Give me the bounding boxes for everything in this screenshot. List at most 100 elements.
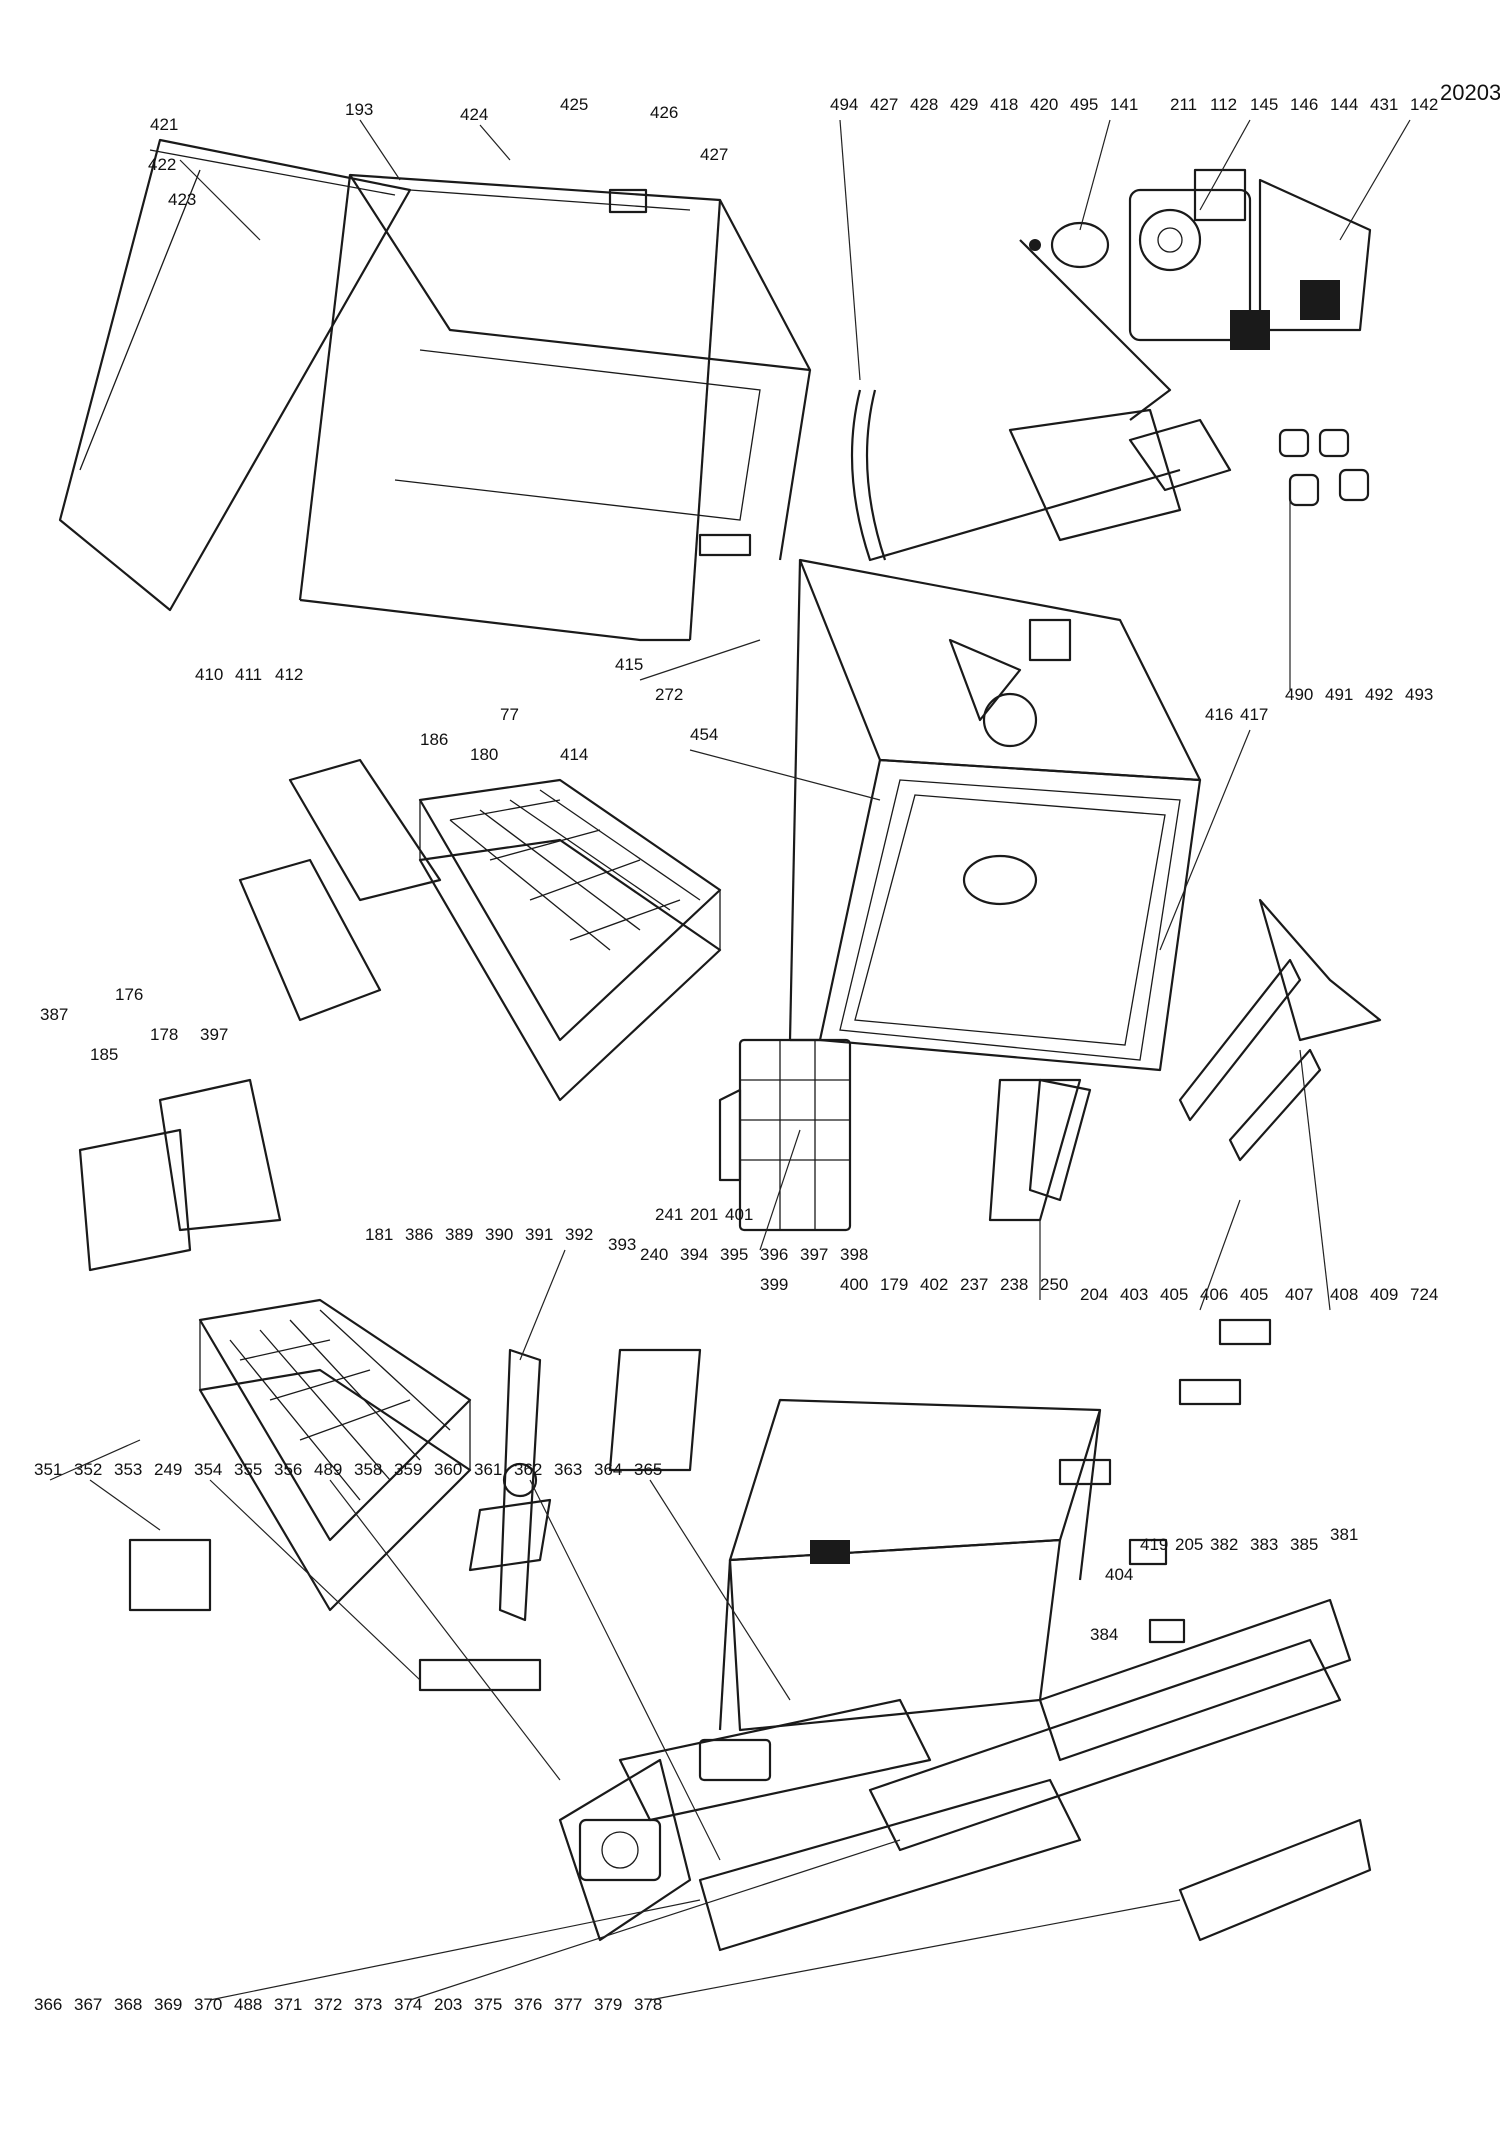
part-label: 205 <box>1175 1535 1203 1554</box>
part-label: 240 <box>640 1245 668 1264</box>
part-label: 237 <box>960 1275 988 1294</box>
part-label: 405 <box>1240 1285 1268 1304</box>
wash-tub <box>788 558 1202 1072</box>
part-label: 488 <box>234 1995 262 2014</box>
part-label: 372 <box>314 1995 342 2014</box>
part-label: 415 <box>615 655 643 674</box>
small-valves <box>1278 428 1370 507</box>
part-label: 386 <box>405 1225 433 1244</box>
part-label: 382 <box>1210 1535 1238 1554</box>
part-label: 495 <box>1070 95 1098 114</box>
part-label: 354 <box>194 1460 222 1479</box>
part-label: 362 <box>514 1460 542 1479</box>
inlet-hose <box>1019 221 1172 421</box>
part-label: 179 <box>880 1275 908 1294</box>
part-label: 427 <box>870 95 898 114</box>
label-group-middle: 387 185 178 397 176 181 386 389 390 391 … <box>40 985 1438 1644</box>
part-label: 193 <box>345 100 373 119</box>
part-label: 358 <box>354 1460 382 1479</box>
part-label: 203 <box>434 1995 462 2014</box>
part-label: 399 <box>760 1275 788 1294</box>
part-label: 417 <box>1240 705 1268 724</box>
part-label: 428 <box>910 95 938 114</box>
part-label: 408 <box>1330 1285 1358 1304</box>
label-group-middle-right: 410 411 412 415 77 414 186 180 272 454 4… <box>195 655 1433 764</box>
part-label: 272 <box>655 685 683 704</box>
worktop-panel <box>58 138 412 612</box>
part-label: 397 <box>200 1025 228 1044</box>
part-label: 402 <box>920 1275 948 1294</box>
part-label: 201 <box>690 1205 718 1224</box>
part-label: 185 <box>90 1045 118 1064</box>
part-label: 367 <box>74 1995 102 2014</box>
part-label: 363 <box>554 1460 582 1479</box>
part-label: 359 <box>394 1460 422 1479</box>
drain-hose <box>850 389 1181 562</box>
part-label: 373 <box>354 1995 382 2014</box>
part-label: 389 <box>445 1225 473 1244</box>
part-label: 421 <box>150 115 178 134</box>
motor-pump-assembly <box>1128 168 1252 342</box>
part-label: 250 <box>1040 1275 1068 1294</box>
part-label: 241 <box>655 1205 683 1224</box>
part-label: 414 <box>560 745 588 764</box>
part-label: 489 <box>314 1460 342 1479</box>
part-label: 146 <box>1290 95 1318 114</box>
part-label: 418 <box>990 95 1018 114</box>
part-label: 77 <box>500 705 519 724</box>
hinge-parts <box>1058 1318 1272 1644</box>
part-label: 405 <box>1160 1285 1188 1304</box>
part-label: 494 <box>830 95 858 114</box>
part-label: 112 <box>1210 95 1237 114</box>
part-label: 395 <box>720 1245 748 1264</box>
part-label: 396 <box>760 1245 788 1264</box>
part-label: 238 <box>1000 1275 1028 1294</box>
basket-rail <box>128 1348 702 1692</box>
part-label: 353 <box>114 1460 142 1479</box>
label-group-top-right: 421 422 423 193 424 425 426 427 494 427 … <box>148 95 1438 209</box>
part-label: 424 <box>460 105 488 124</box>
part-label: 376 <box>514 1995 542 2014</box>
upper-rack <box>418 778 722 1102</box>
part-label: 377 <box>554 1995 582 2014</box>
part-label: 178 <box>150 1025 178 1044</box>
part-label: 400 <box>840 1275 868 1294</box>
outer-cabinet-frame <box>298 173 812 642</box>
part-label: 384 <box>1090 1625 1118 1644</box>
part-label: 144 <box>1330 95 1358 114</box>
pressure-switch <box>1230 178 1372 350</box>
part-label: 387 <box>40 1005 68 1024</box>
part-label: 406 <box>1200 1285 1228 1304</box>
softener-unit <box>1008 408 1232 542</box>
part-label: 355 <box>234 1460 262 1479</box>
part-label: 385 <box>1290 1535 1318 1554</box>
part-label: 369 <box>154 1995 182 2014</box>
door-assembly <box>718 1398 1102 1732</box>
part-label: 409 <box>1370 1285 1398 1304</box>
part-label: 426 <box>650 103 678 122</box>
part-label: 211 <box>1170 95 1197 114</box>
part-label: 393 <box>608 1235 636 1254</box>
part-label: 425 <box>560 95 588 114</box>
leader-lines <box>49 119 1411 2001</box>
part-label: 356 <box>274 1460 302 1479</box>
part-label: 142 <box>1410 95 1438 114</box>
part-label: 427 <box>700 145 728 164</box>
part-label: 371 <box>274 1995 302 2014</box>
part-label: 378 <box>634 1995 662 2014</box>
part-label: 379 <box>594 1995 622 2014</box>
part-label: 429 <box>950 95 978 114</box>
part-label: 181 <box>365 1225 393 1244</box>
part-label: 392 <box>565 1225 593 1244</box>
part-label: 352 <box>74 1460 102 1479</box>
part-label: 186 <box>420 730 448 749</box>
part-label: 404 <box>1105 1565 1133 1584</box>
programme-timer <box>578 1738 772 1882</box>
part-label: 454 <box>690 725 718 744</box>
part-label: 411 <box>235 665 262 684</box>
part-label: 375 <box>474 1995 502 2014</box>
part-label: 398 <box>840 1245 868 1264</box>
part-label: 176 <box>115 985 143 1004</box>
drawing-number: 20203 <box>1440 80 1500 105</box>
part-label: 204 <box>1080 1285 1108 1304</box>
